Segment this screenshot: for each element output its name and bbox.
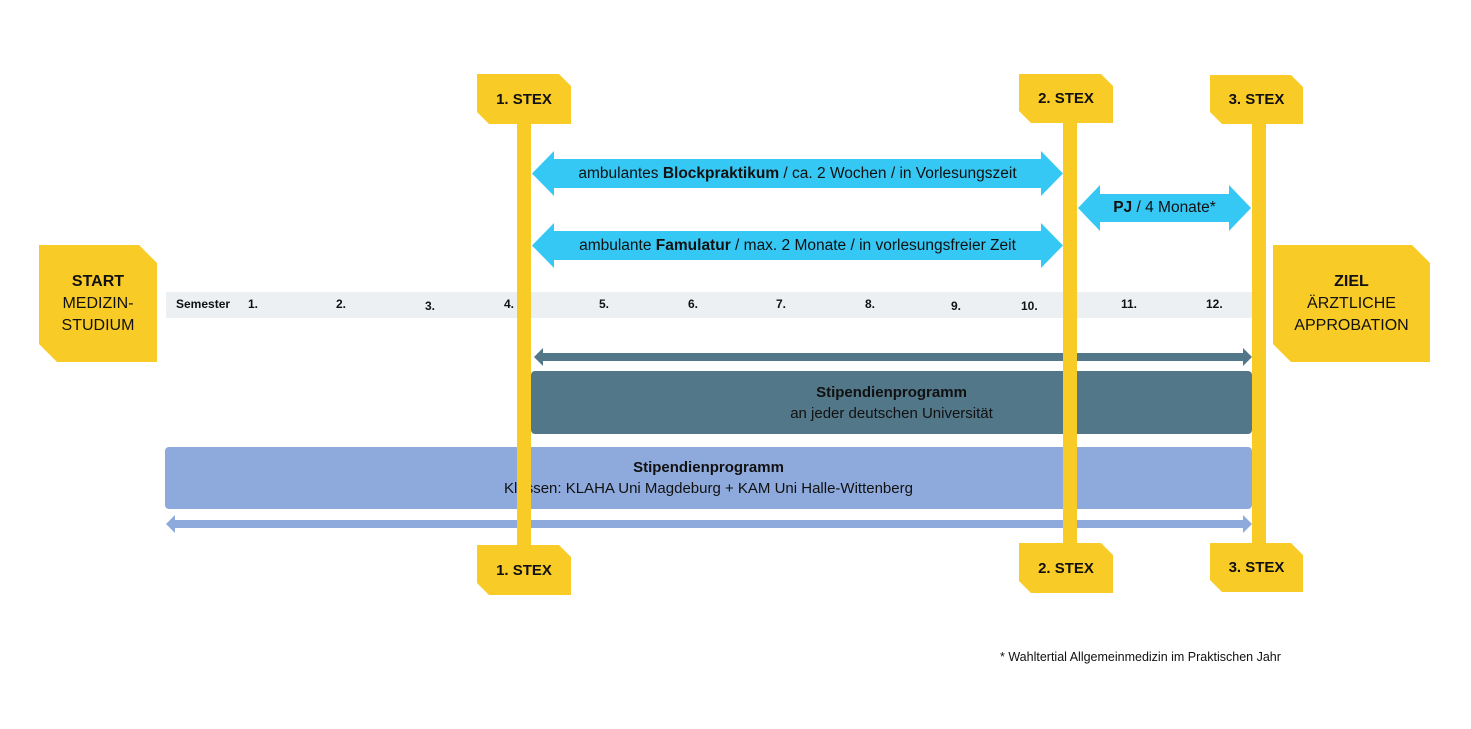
pj-label: PJ / 4 Monate* [1113,199,1216,216]
semester-4: 4. [504,297,515,311]
national-program-bar: Stipendienprogramm an jeder deutschen Un… [531,371,1252,434]
semester-label: Semester [176,297,231,311]
semester-5: 5. [599,297,610,311]
semester-9: 9. [951,299,962,313]
national-program-span-arrow [534,348,1252,366]
start-line2: STUDIUM [61,316,135,334]
regional-program-title: Stipendienprogramm [633,459,784,476]
stex-1-top-tag: 1. STEX [477,74,571,124]
semester-7: 7. [776,297,787,311]
stex-3-top-tag: 3. STEX [1210,75,1303,124]
semester-1: 1. [248,297,259,311]
semester-6: 6. [688,297,699,311]
semester-3: 3. [425,299,436,313]
stex-1-label: 1. STEX [496,561,552,579]
national-program-subtitle: an jeder deutschen Universität [790,404,993,422]
stex-2-bottom-tag: 2. STEX [1019,543,1113,593]
stex-2-top-tag: 2. STEX [1019,74,1113,123]
famulatur-arrow: ambulante Famulatur / max. 2 Monate / in… [532,223,1063,268]
blockpraktikum-label: ambulantes Blockpraktikum / ca. 2 Wochen… [578,164,1017,182]
milestone-line-3 [1252,120,1266,550]
stex-1-bottom-tag: 1. STEX [477,545,571,595]
stex-3-label: 3. STEX [1228,559,1285,576]
semester-8: 8. [865,297,876,311]
semester-2: 2. [336,297,347,311]
stex-2-label: 2. STEX [1038,90,1094,107]
start-line1: MEDIZIN- [62,294,134,312]
goal-box: ZIEL ÄRZTLICHE APPROBATION [1273,245,1430,362]
stex-1-label: 1. STEX [496,90,552,108]
semester-10: 10. [1021,299,1038,313]
milestone-line-1 [517,120,531,550]
footnote: * Wahltertial Allgemeinmedizin im Prakti… [1000,650,1281,664]
famulatur-label: ambulante Famulatur / max. 2 Monate / in… [579,236,1016,254]
stex-3-bottom-tag: 3. STEX [1210,543,1303,592]
double-arrow-shape [532,151,1063,196]
goal-title: ZIEL [1334,272,1369,290]
semester-12: 12. [1206,297,1223,311]
start-title: START [71,272,125,290]
regional-program-subtitle: Klassen: KLAHA Uni Magdeburg + KAM Uni H… [504,480,913,497]
milestone-line-2 [1063,120,1077,550]
stex-3-label: 3. STEX [1228,91,1285,108]
semester-11: 11. [1121,297,1138,311]
regional-program-bar: Stipendienprogramm Klassen: KLAHA Uni Ma… [165,447,1252,509]
stex-2-label: 2. STEX [1038,559,1094,577]
semester-bar [166,292,1252,318]
blockpraktikum-arrow: ambulantes Blockpraktikum / ca. 2 Wochen… [532,151,1063,196]
goal-line2: APPROBATION [1294,316,1409,334]
regional-program-span-arrow [166,515,1252,533]
double-arrow-shape [532,223,1063,268]
goal-line1: ÄRZTLICHE [1307,294,1396,312]
double-arrow-shape [1078,185,1251,231]
start-box: START MEDIZIN- STUDIUM [39,245,157,362]
pj-arrow: PJ / 4 Monate* [1078,185,1251,231]
national-program-title: Stipendienprogramm [816,383,967,401]
